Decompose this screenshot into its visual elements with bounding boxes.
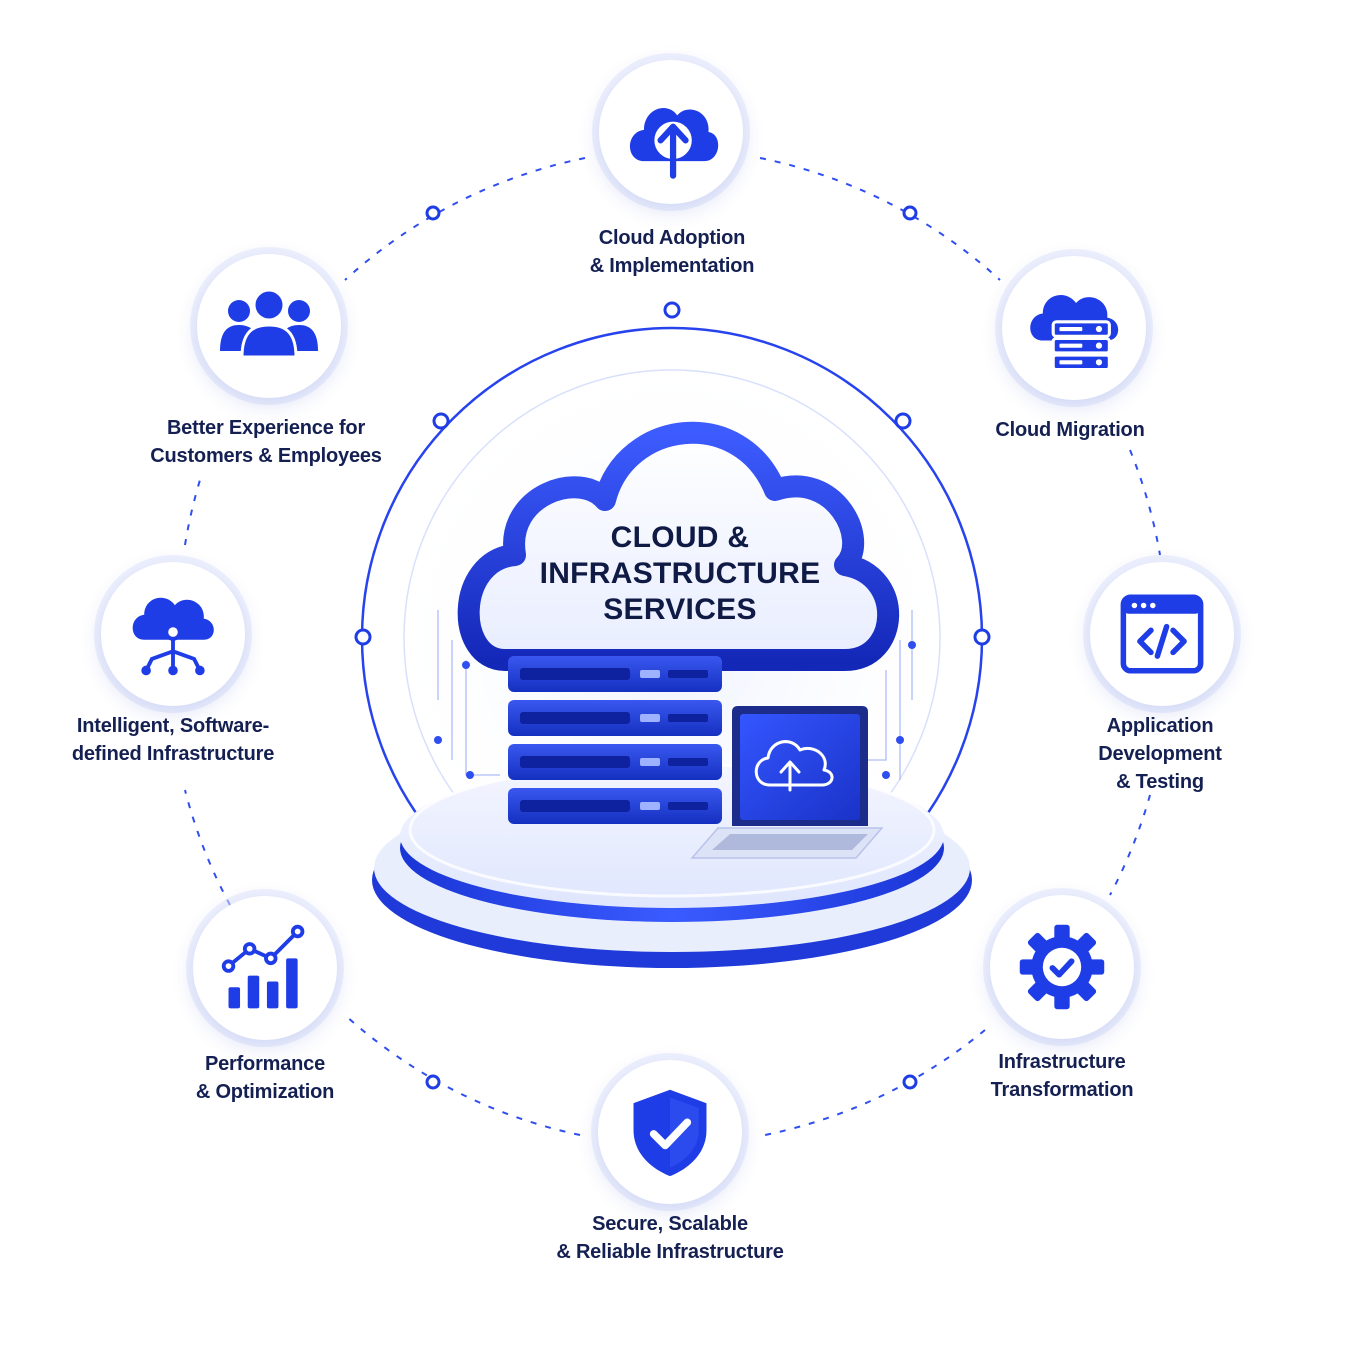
node-intelligent-infrastructure[interactable] — [101, 562, 245, 706]
node-secure-infrastructure[interactable] — [598, 1060, 742, 1204]
code-window-icon — [1120, 594, 1204, 674]
inner-ring-dots — [354, 301, 991, 646]
label-line: & Implementation — [589, 255, 755, 277]
label-infrastructure-transformation: Infrastructure Transformation — [912, 1048, 1212, 1104]
label-line: Development — [1098, 743, 1222, 765]
outer-ring-dots — [425, 205, 918, 1090]
center-title-line-1: CLOUD & — [610, 521, 750, 554]
node-application-development[interactable] — [1090, 562, 1234, 706]
node-infrastructure-transformation[interactable] — [990, 895, 1134, 1039]
label-line: & Optimization — [195, 1081, 335, 1103]
label-line: Intelligent, Software- — [76, 715, 270, 737]
growth-chart-icon — [221, 924, 305, 1009]
label-better-experience: Better Experience for Customers & Employ… — [116, 414, 416, 470]
node-cloud-adoption[interactable] — [599, 60, 743, 204]
label-cloud-adoption: Cloud Adoption & Implementation — [522, 224, 822, 280]
center-title-line-2: INFRASTRUCTURE — [539, 557, 821, 590]
label-line: Secure, Scalable — [592, 1213, 748, 1235]
cloud-server-icon — [1030, 294, 1119, 372]
server-stack — [508, 656, 722, 824]
center-title: CLOUD & INFRASTRUCTURE SERVICES — [480, 520, 880, 628]
shield-check-icon — [633, 1089, 707, 1177]
label-intelligent-infrastructure: Intelligent, Software- defined Infrastru… — [23, 712, 323, 768]
users-group-icon — [220, 288, 318, 359]
label-application-development: Application Development & Testing — [1010, 712, 1310, 796]
label-line: & Reliable Infrastructure — [556, 1241, 784, 1263]
outer-dashed-ring — [184, 157, 1161, 1136]
circuit-traces — [437, 610, 913, 780]
label-line: & Testing — [1116, 771, 1204, 793]
node-better-experience[interactable] — [197, 254, 341, 398]
laptop — [690, 706, 884, 859]
label-line: defined Infrastructure — [71, 743, 275, 765]
label-line: Cloud Adoption — [598, 227, 746, 249]
circuit-dots — [434, 641, 916, 779]
node-cloud-migration[interactable] — [1002, 256, 1146, 400]
cloud-network-icon — [132, 597, 214, 676]
label-secure-infrastructure: Secure, Scalable & Reliable Infrastructu… — [470, 1210, 870, 1266]
label-line: Infrastructure — [998, 1051, 1126, 1073]
label-line: Better Experience for — [166, 417, 366, 439]
node-performance-optimization[interactable] — [193, 896, 337, 1040]
cloud-upload-icon — [629, 108, 719, 179]
label-performance-optimization: Performance & Optimization — [115, 1050, 415, 1106]
label-line: Application — [1106, 715, 1214, 737]
central-cloud — [457, 421, 900, 671]
label-line: Customers & Employees — [150, 445, 382, 467]
label-line: Performance — [204, 1053, 326, 1075]
label-line: Transformation — [990, 1079, 1134, 1101]
gear-check-icon — [1019, 924, 1105, 1010]
center-title-line-3: SERVICES — [603, 593, 757, 626]
label-cloud-migration: Cloud Migration — [920, 416, 1220, 444]
label-line: Cloud Migration — [995, 419, 1145, 441]
